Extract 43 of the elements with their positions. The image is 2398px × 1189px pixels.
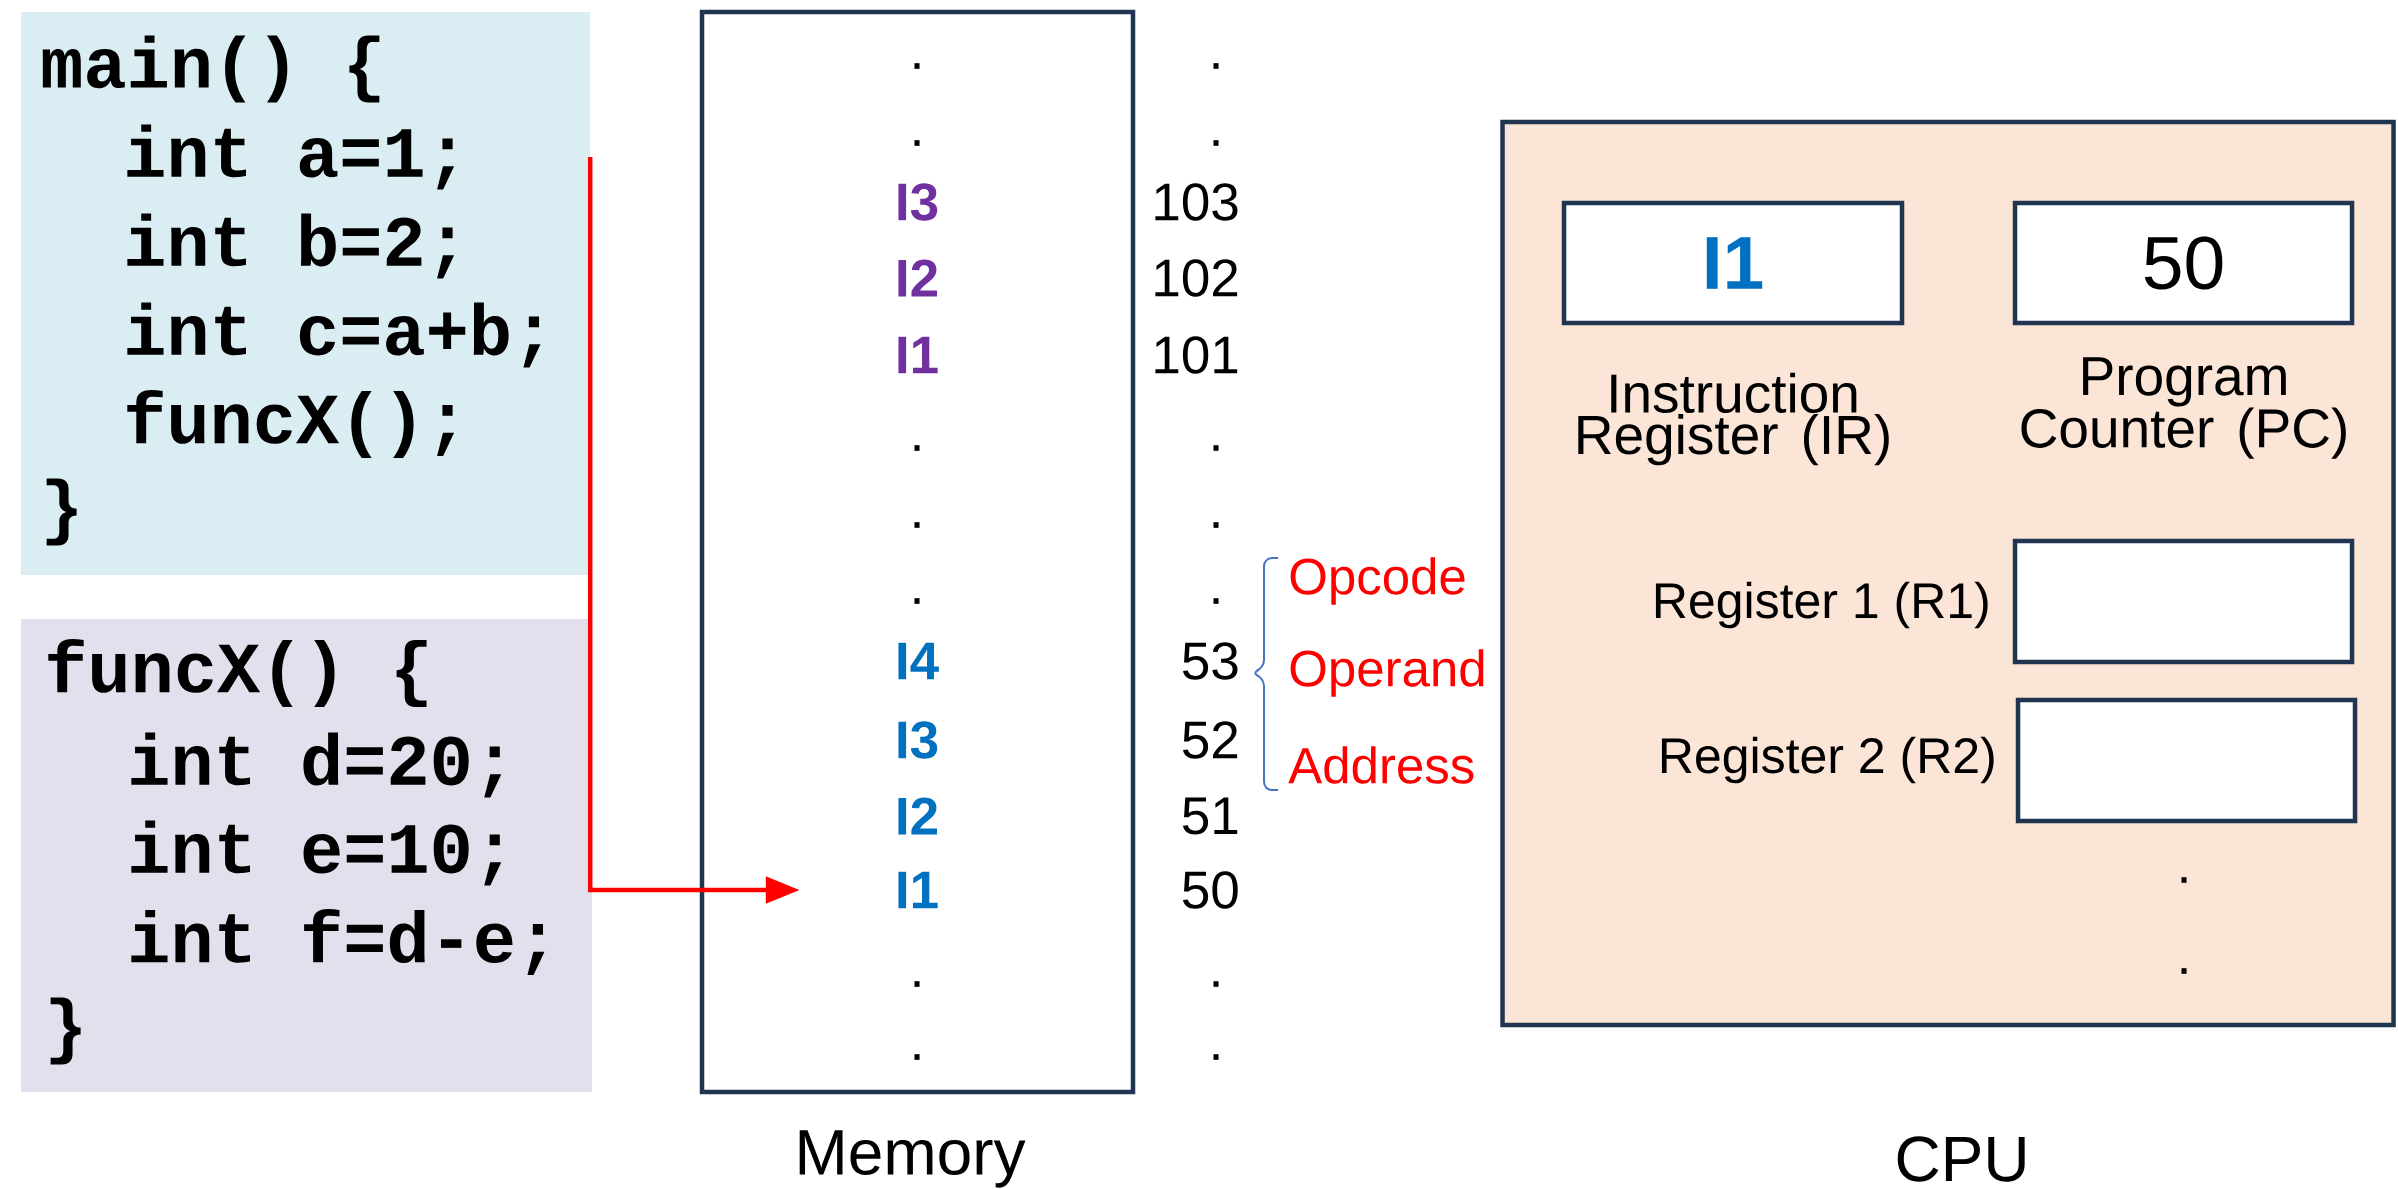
field-label: Operand: [1290, 649, 1484, 697]
ellipsis-dot: .: [1213, 445, 1219, 451]
ellipsis-dot: .: [1213, 522, 1219, 528]
register-box: I1: [1561, 200, 1905, 326]
address-label: 52: [1183, 721, 1238, 759]
instruction-label: I3: [898, 721, 938, 759]
register-label: Program Counter (PC): [2021, 357, 2346, 459]
register-label: Instruction Register (IR): [1578, 372, 1889, 466]
register-box: 50: [2012, 200, 2355, 326]
ellipsis-dot: .: [1213, 140, 1219, 146]
ellipsis-dot: .: [1213, 1054, 1219, 1060]
ellipsis-dot: .: [914, 981, 920, 987]
instruction-label: I2: [898, 259, 937, 297]
ellipsis-dot: .: [1213, 63, 1219, 69]
register-label: Register 1 (R1): [1655, 581, 1988, 629]
field-label: Opcode: [1290, 557, 1465, 605]
address-label: 101: [1155, 336, 1238, 374]
code-block: funcX() { int d=20; int e=10; int f=d-e; }: [21, 619, 592, 1092]
ellipsis-dot: .: [914, 140, 920, 146]
ellipsis-dot: .: [914, 63, 920, 69]
ellipsis-dot: .: [2181, 877, 2187, 883]
address-label: 51: [1183, 797, 1238, 835]
instruction-label: I4: [898, 642, 939, 680]
ellipsis-dot: .: [1213, 598, 1219, 604]
heading: CPU: [1897, 1136, 2025, 1182]
register-label: Register 2 (R2): [1661, 736, 1994, 784]
ellipsis-dot: .: [914, 598, 920, 604]
instruction-label: I1: [898, 336, 938, 374]
field-label: Address: [1288, 746, 1474, 784]
ellipsis-dot: .: [914, 522, 920, 528]
heading: Memory: [799, 1130, 1026, 1188]
address-label: 103: [1155, 183, 1238, 221]
instruction-label: I3: [898, 183, 938, 221]
ellipsis-dot: .: [1213, 981, 1219, 987]
address-label: 102: [1155, 259, 1238, 297]
ellipsis-dot: .: [2181, 968, 2187, 974]
instruction-label: I1: [898, 871, 938, 909]
code-block: main() { int a=1; int b=2; int c=a+b; funcX(); }: [21, 12, 590, 575]
address-label: 50: [1183, 871, 1238, 909]
ellipsis-dot: .: [914, 445, 920, 451]
instruction-label: I2: [898, 797, 937, 835]
address-label: 53: [1183, 642, 1238, 680]
ellipsis-dot: .: [914, 1054, 920, 1060]
